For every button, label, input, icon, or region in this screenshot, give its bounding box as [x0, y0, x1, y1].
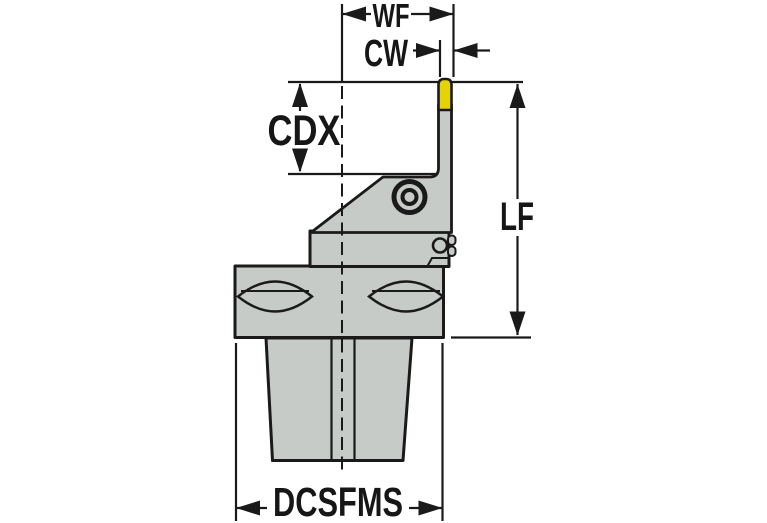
cw-label: CW — [364, 33, 408, 75]
dimension-cdx: CDX — [268, 83, 341, 173]
clamp-tab-lower — [447, 245, 457, 257]
wf-arrow-right — [429, 6, 454, 22]
screw-hole-inner — [400, 188, 419, 206]
tool-neck — [308, 229, 451, 268]
dcsfms-arrow-left — [236, 500, 260, 516]
flange-recess-right — [367, 280, 445, 313]
dcsfms-label: DCSFMS — [273, 479, 403, 523]
tool-shank — [264, 336, 414, 462]
lf-arrow-up — [509, 84, 526, 108]
cutting-insert — [437, 77, 453, 112]
dcsfms-arrow-right — [418, 500, 443, 516]
lf-label: LF — [500, 195, 534, 239]
neck-chamfer-line — [426, 257, 449, 267]
dimension-lf: LF — [500, 84, 534, 336]
wf-label: WF — [373, 0, 410, 34]
cw-arrow-right — [453, 43, 478, 58]
screw-hole-outer — [391, 179, 428, 215]
clamp-tab-upper — [447, 234, 457, 246]
dimension-cw: CW — [364, 33, 490, 75]
lf-arrow-down — [509, 311, 526, 336]
dimension-wf: WF — [342, 0, 454, 34]
clamp-screw — [431, 237, 449, 254]
tool-flange — [233, 264, 445, 339]
cdx-arrow-down — [292, 148, 308, 173]
wf-arrow-left — [342, 6, 366, 22]
cdx-arrow-up — [292, 83, 308, 107]
cw-arrow-left — [416, 43, 440, 58]
flange-recess-left — [236, 280, 314, 313]
dimension-dcsfms: DCSFMS — [236, 479, 443, 523]
cdx-label: CDX — [268, 107, 341, 155]
